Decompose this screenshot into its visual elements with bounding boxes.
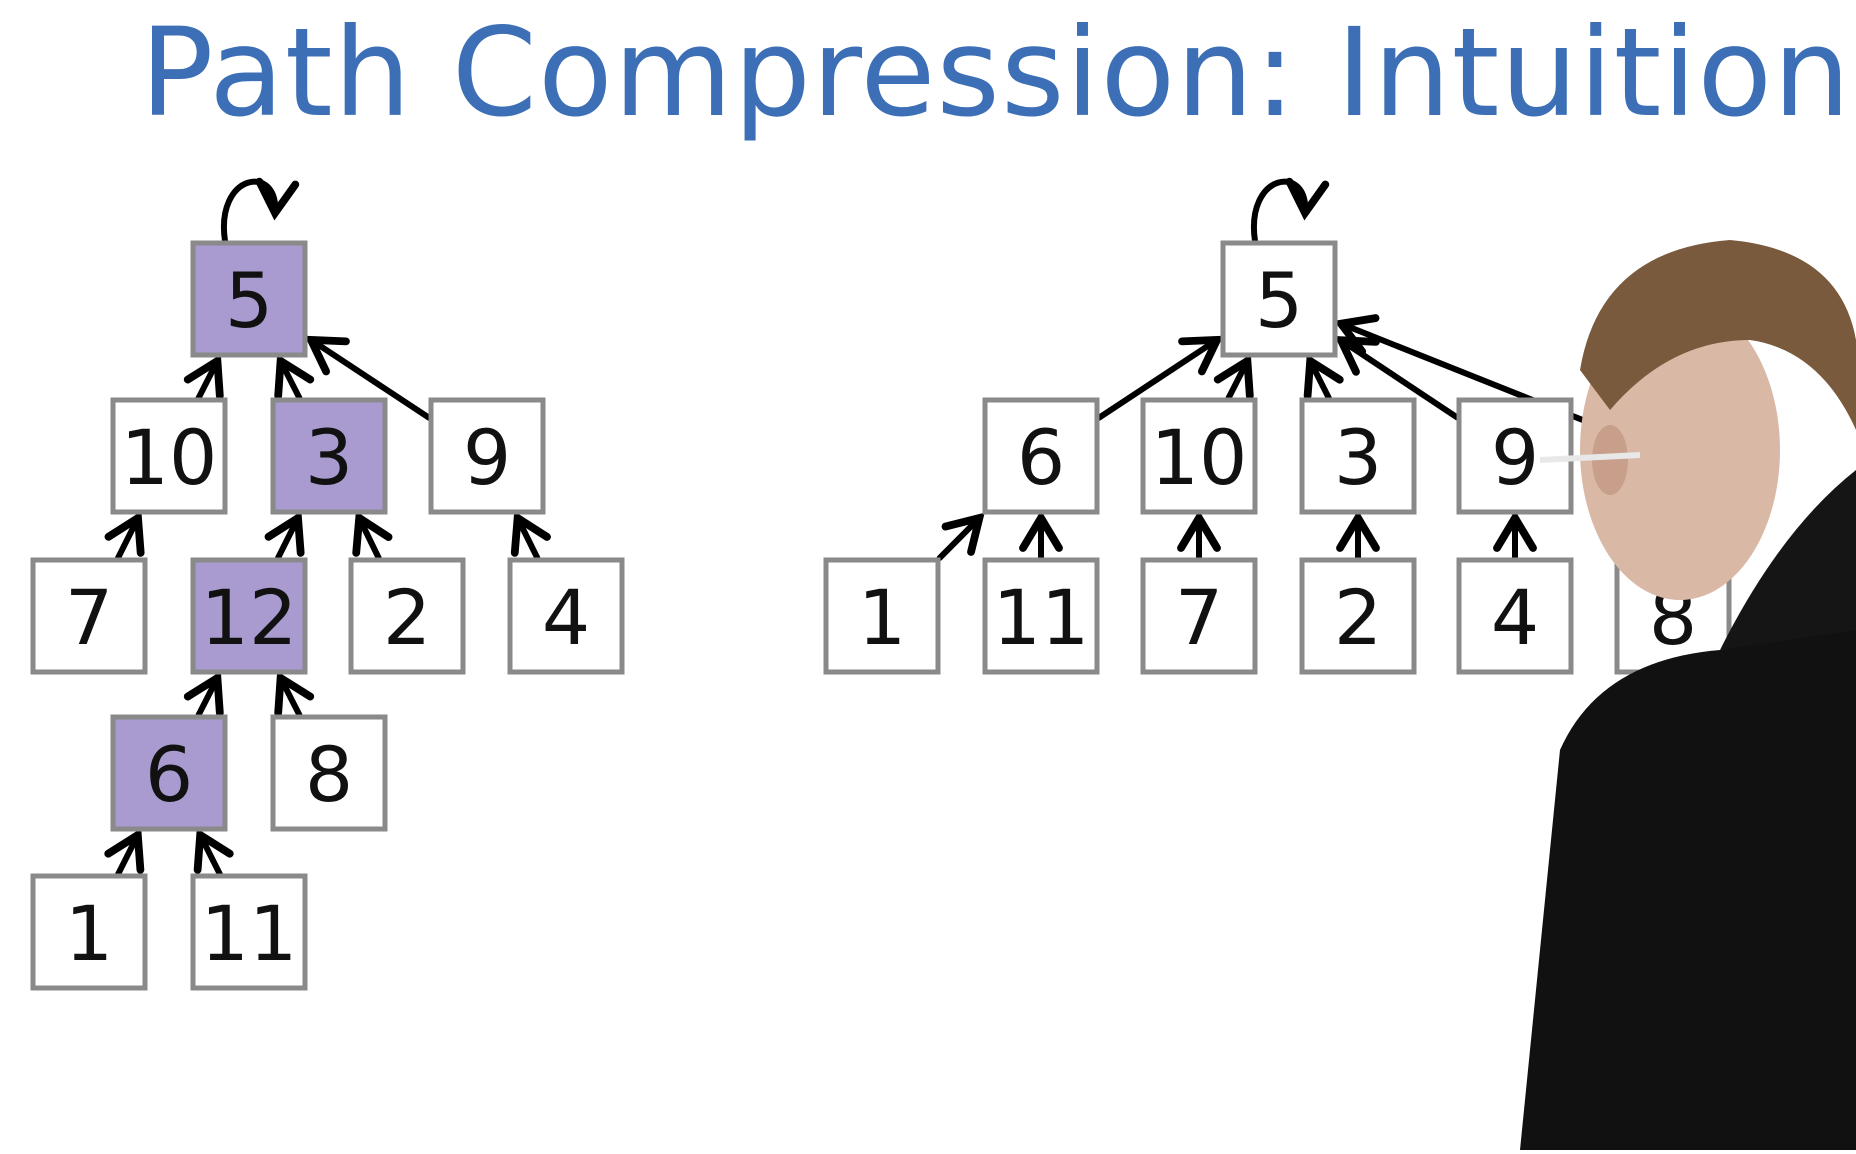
node-label: 12 — [201, 573, 298, 662]
left-tree-edge-2-to-3 — [352, 511, 393, 561]
right-tree-root-self-loop — [1250, 177, 1330, 244]
left-tree-edge-9-to-5 — [304, 335, 432, 421]
node-label: 3 — [1334, 413, 1382, 502]
node-label: 6 — [145, 730, 193, 819]
left-tree-edge-4-to-9 — [510, 511, 551, 561]
right-tree-edge-10-to-5 — [1213, 354, 1254, 401]
node-box — [1299, 557, 1417, 675]
node-label: 8 — [305, 730, 353, 819]
left-tree-node-5: 5 — [190, 240, 308, 358]
node-box — [270, 714, 388, 832]
node-box — [110, 714, 228, 832]
left-tree-node-2: 2 — [348, 557, 466, 675]
right-tree-node-6: 6 — [982, 397, 1100, 515]
right-tree-edge-6-to-5 — [1096, 335, 1224, 421]
left-tree-root-self-loop — [220, 177, 300, 244]
slide-title: Path Compression: Intuition — [140, 2, 1852, 144]
node-box — [190, 873, 308, 991]
left-tree-node-1: 1 — [30, 873, 148, 991]
left-tree-node-7: 7 — [30, 557, 148, 675]
node-box — [110, 397, 228, 515]
node-box — [982, 557, 1100, 675]
left-tree-node-9: 9 — [428, 397, 546, 515]
left-tree-node-3: 3 — [270, 397, 388, 515]
node-box — [348, 557, 466, 675]
node-label: 5 — [225, 256, 273, 345]
node-box — [270, 397, 388, 515]
node-box — [982, 397, 1100, 515]
left-tree-node-12: 12 — [190, 557, 308, 675]
node-label: 9 — [1491, 413, 1539, 502]
right-tree-node-3: 3 — [1299, 397, 1417, 515]
node-label: 5 — [1255, 256, 1303, 345]
node-box — [30, 557, 148, 675]
node-box — [1456, 557, 1574, 675]
left-tree-node-10: 10 — [110, 397, 228, 515]
node-label: 10 — [1151, 413, 1248, 502]
node-box — [1220, 240, 1338, 358]
node-label: 7 — [1175, 573, 1223, 662]
node-box — [30, 873, 148, 991]
right-tree-node-4: 4 — [1456, 557, 1574, 675]
node-box — [1140, 557, 1258, 675]
edges-layer — [104, 177, 1695, 877]
node-box — [507, 557, 625, 675]
node-label: 11 — [993, 573, 1090, 662]
node-label: 6 — [1017, 413, 1065, 502]
node-label: 4 — [1491, 573, 1539, 662]
node-box — [823, 557, 941, 675]
left-tree-edge-7-to-10 — [104, 511, 145, 561]
left-tree-edge-12-to-3 — [264, 511, 305, 561]
left-tree-edge-6-to-12 — [183, 671, 224, 718]
left-tree-edge-11-to-6 — [193, 828, 234, 877]
left-tree-node-11: 11 — [190, 873, 308, 991]
left-tree-node-6: 6 — [110, 714, 228, 832]
node-box — [190, 240, 308, 358]
nodes-layer: 510397122468111561039121117248 — [30, 240, 1732, 991]
left-tree-edge-3-to-5 — [274, 354, 315, 401]
right-tree-node-10: 10 — [1140, 397, 1258, 515]
node-box — [190, 557, 308, 675]
presenter-image — [1520, 230, 1856, 1154]
left-tree-node-4: 4 — [507, 557, 625, 675]
left-tree-edge-10-to-5 — [183, 354, 224, 401]
node-box — [1140, 397, 1258, 515]
node-label: 10 — [121, 413, 218, 502]
node-box — [428, 397, 546, 515]
node-label: 2 — [383, 573, 431, 662]
node-label: 7 — [65, 573, 113, 662]
node-label: 2 — [1334, 573, 1382, 662]
node-label: 1 — [858, 573, 906, 662]
node-label: 9 — [463, 413, 511, 502]
right-tree-edge-3-to-5 — [1303, 354, 1344, 401]
node-label: 4 — [542, 573, 590, 662]
right-tree-node-7: 7 — [1140, 557, 1258, 675]
node-box — [1299, 397, 1417, 515]
left-tree-edge-8-to-12 — [274, 671, 315, 718]
node-label: 3 — [305, 413, 353, 502]
right-tree-node-1: 1 — [823, 557, 941, 675]
left-tree-edge-1-to-6 — [104, 828, 145, 877]
right-tree-edge-1-to-6 — [936, 512, 985, 561]
right-tree-node-11: 11 — [982, 557, 1100, 675]
right-tree-node-5: 5 — [1220, 240, 1338, 358]
node-label: 1 — [65, 889, 113, 978]
left-tree-node-8: 8 — [270, 714, 388, 832]
right-tree-node-2: 2 — [1299, 557, 1417, 675]
node-label: 11 — [201, 889, 298, 978]
